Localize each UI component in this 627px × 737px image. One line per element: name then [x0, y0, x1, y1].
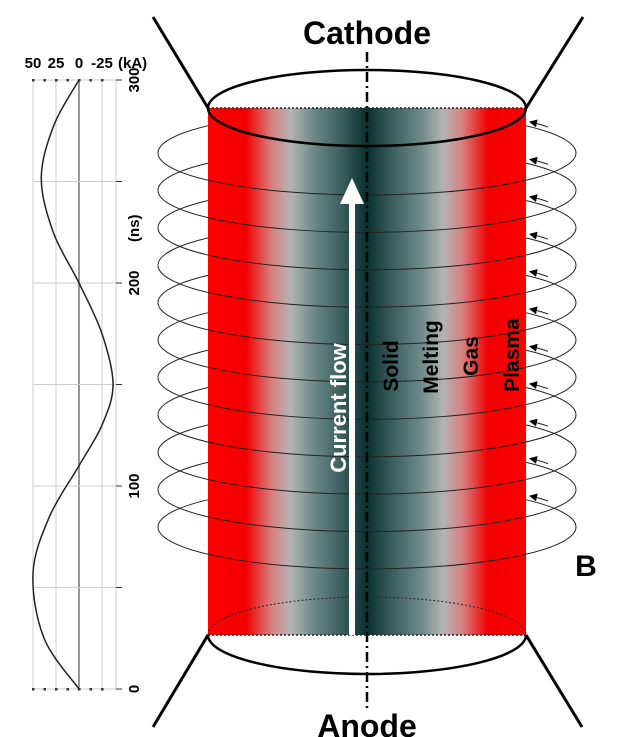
x-unit-label: (kA) [118, 55, 147, 72]
field-direction-arrow-icon [529, 456, 549, 465]
axis-dot [32, 79, 35, 82]
field-direction-arrow-icon [529, 269, 549, 278]
field-direction-arrow-icon [529, 493, 549, 502]
x-tick-label: 0 [75, 55, 83, 72]
y-tick-label: 200 [126, 270, 143, 295]
field-direction-arrow-icon [529, 418, 549, 427]
field-direction-arrow-icon [529, 306, 549, 315]
axis-dot [101, 688, 104, 691]
x-tick-label: -25 [91, 55, 113, 72]
field-direction-arrow-icon [529, 119, 549, 128]
axis-dot [55, 79, 58, 82]
anode-label: Anode [317, 708, 417, 737]
axis-dot [32, 688, 35, 691]
axis-dot [43, 79, 46, 82]
field-loop-front [157, 526, 577, 570]
x-tick-label: 25 [48, 55, 65, 72]
axis-dot [89, 79, 92, 82]
axis-dot [101, 79, 104, 82]
current-waveform-line [32, 79, 114, 690]
y-tick-label: 100 [126, 473, 143, 498]
field-loop-front [157, 227, 577, 271]
axis-dot [78, 688, 81, 691]
y-unit-label: (ns) [126, 214, 143, 242]
field-direction-arrow-icon [529, 343, 549, 352]
field-direction-arrow-icon [529, 231, 549, 240]
layer-label-gas: Gas [460, 336, 483, 376]
current-flow-arrow [340, 178, 364, 635]
axis-dot [43, 688, 46, 691]
axis-dot [89, 688, 92, 691]
magnetic-field-label: B [575, 550, 597, 583]
field-direction-arrow-icon [529, 381, 549, 390]
field-direction-arrow-icon [529, 194, 549, 203]
y-tick-label: 0 [126, 685, 143, 693]
axis-dot [55, 688, 58, 691]
layer-label-melting: Melting [420, 320, 443, 394]
current-waveform-plot: 50 25 0 -25 (kA) 0 100 200 300 (ns) [25, 55, 148, 693]
current-flow-label: Current flow [326, 342, 351, 472]
y-tick-label: 300 [126, 67, 143, 92]
axis-dot [66, 688, 69, 691]
cathode-electrode [151, 16, 585, 148]
x-tick-label: 50 [25, 55, 42, 72]
field-loop-front [157, 489, 577, 533]
field-loop-front [157, 302, 577, 346]
field-direction-arrow-icon [529, 156, 549, 165]
cathode-label: Cathode [303, 15, 431, 51]
axis-dot [66, 79, 69, 82]
layer-label-plasma: Plasma [501, 318, 524, 392]
layer-label-solid: Solid [380, 340, 403, 391]
